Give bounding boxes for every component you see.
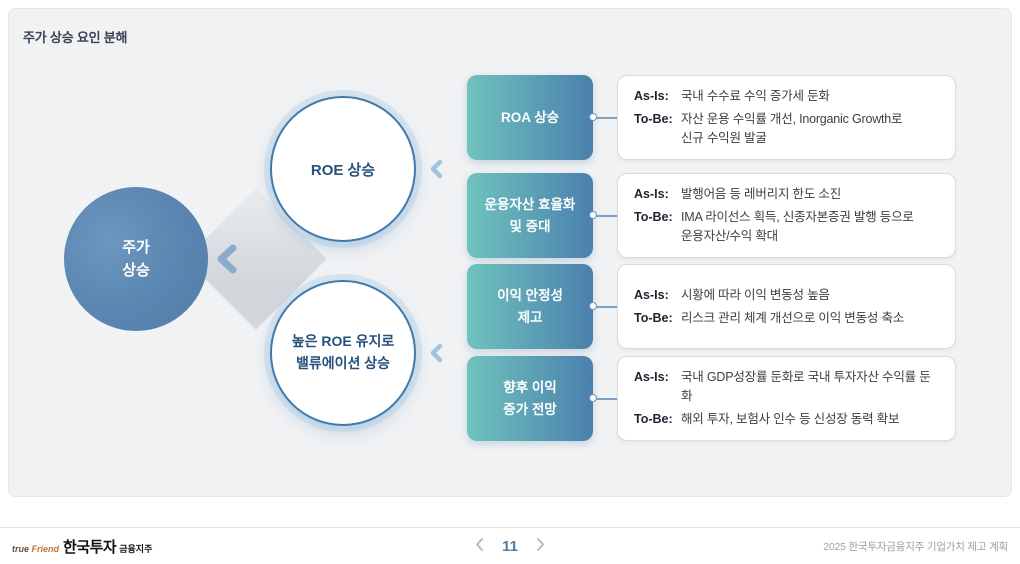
prev-page-button[interactable] (472, 535, 486, 557)
connector-line (594, 398, 617, 400)
footer: true Friend 한국투자 금융지주 11 2025 한국투자금융지주 기… (0, 528, 1020, 564)
next-page-button[interactable] (534, 535, 548, 557)
logo-brand: 한국투자 (63, 538, 117, 556)
as-is-label: As-Is: (634, 187, 669, 202)
company-logo: true Friend 한국투자 금융지주 (12, 536, 152, 557)
as-is-row: As-Is: 발행어음 등 레버리지 한도 소진 (634, 185, 939, 204)
connector-dot (589, 211, 597, 219)
connector-dot (589, 113, 597, 121)
detail-box-growth: As-Is: 국내 GDP성장률 둔화로 국내 투자자산 수익률 둔화 To-B… (617, 356, 956, 441)
pagination: 11 (472, 535, 548, 557)
as-is-label: As-Is: (634, 287, 669, 302)
chevron-left-icon (428, 158, 445, 180)
chevron-right-icon (536, 537, 546, 555)
as-is-row: As-Is: 시황에 따라 이익 변동성 높음 (634, 286, 939, 305)
factor-row: ROA 상승 As-Is: 국내 수수료 수익 증가세 둔화 To-Be: 자산… (467, 75, 956, 160)
connector-line (594, 215, 617, 217)
chevron-left-icon (212, 242, 242, 276)
to-be-text: 자산 운용 수익률 개선, Inorganic Growth로 신규 수익원 발… (681, 112, 903, 145)
footer-divider (0, 527, 1020, 528)
factor-row: 이익 안정성 제고 As-Is: 시황에 따라 이익 변동성 높음 To-Be:… (467, 264, 956, 349)
driver-circle-roe-label: ROE 상승 (310, 161, 376, 179)
to-be-row: To-Be: 자산 운용 수익률 개선, Inorganic Growth로 신… (634, 110, 939, 148)
to-be-row: To-Be: 해외 투자, 보험사 인수 등 신성장 동력 확보 (634, 410, 939, 429)
detail-box-stability: As-Is: 시황에 따라 이익 변동성 높음 To-Be: 리스크 관리 체계… (617, 264, 956, 349)
driver-circle-roe: ROE 상승 (270, 96, 416, 242)
factor-box-stability: 이익 안정성 제고 (467, 264, 593, 349)
connector-dot (589, 302, 597, 310)
connector-line (594, 117, 617, 119)
to-be-row: To-Be: IMA 라이선스 획득, 신종자본증권 발행 등으로 운용자산/수… (634, 208, 939, 246)
page-number: 11 (502, 537, 518, 555)
driver-circle-valuation-label: 높은 ROE 유지로 밸류에이션 상승 (291, 333, 395, 371)
detail-box-roa: As-Is: 국내 수수료 수익 증가세 둔화 To-Be: 자산 운용 수익률… (617, 75, 956, 160)
outcome-circle-label: 주가 상승 (122, 238, 150, 279)
as-is-text: 국내 GDP성장률 둔화로 국내 투자자산 수익률 둔화 (681, 370, 931, 404)
factor-row: 향후 이익 증가 전망 As-Is: 국내 GDP성장률 둔화로 국내 투자자산… (467, 356, 956, 441)
logo-suffix: 금융지주 (119, 543, 153, 554)
footer-caption: 2025 한국투자금융지주 기업가치 제고 계획 (823, 540, 1008, 553)
factor-box-roa: ROA 상승 (467, 75, 593, 160)
to-be-text: IMA 라이선스 획득, 신종자본증권 발행 등으로 운용자산/수익 확대 (681, 210, 914, 243)
to-be-row: To-Be: 리스크 관리 체계 개선으로 이익 변동성 축소 (634, 309, 939, 328)
to-be-label: To-Be: (634, 411, 673, 426)
logo-tagline: true Friend (12, 543, 60, 554)
as-is-label: As-Is: (634, 89, 669, 104)
to-be-label: To-Be: (634, 210, 673, 225)
driver-circle-valuation: 높은 ROE 유지로 밸류에이션 상승 (270, 280, 416, 426)
to-be-label: To-Be: (634, 310, 673, 325)
connector-dot (589, 394, 597, 402)
slide-card: 주가 상승 요인 분해 주가 상승 ROE 상승 높은 ROE 유지로 밸류에이… (8, 8, 1012, 497)
to-be-text: 리스크 관리 체계 개선으로 이익 변동성 축소 (681, 310, 905, 325)
detail-box-assets: As-Is: 발행어음 등 레버리지 한도 소진 To-Be: IMA 라이선스… (617, 173, 956, 258)
factor-box-assets: 운용자산 효율화 및 증대 (467, 173, 593, 258)
factor-box-growth: 향후 이익 증가 전망 (467, 356, 593, 441)
factor-row: 운용자산 효율화 및 증대 As-Is: 발행어음 등 레버리지 한도 소진 T… (467, 173, 956, 258)
chevron-left-icon (474, 537, 484, 555)
as-is-row: As-Is: 국내 수수료 수익 증가세 둔화 (634, 87, 939, 106)
outcome-circle: 주가 상승 (64, 187, 208, 331)
as-is-text: 국내 수수료 수익 증가세 둔화 (681, 89, 830, 104)
as-is-text: 시황에 따라 이익 변동성 높음 (681, 287, 830, 302)
slide-title: 주가 상승 요인 분해 (23, 30, 128, 45)
as-is-text: 발행어음 등 레버리지 한도 소진 (681, 187, 841, 202)
logo-tagline-friend: Friend (31, 543, 60, 554)
chevron-left-icon (428, 342, 445, 364)
to-be-label: To-Be: (634, 112, 673, 127)
as-is-row: As-Is: 국내 GDP성장률 둔화로 국내 투자자산 수익률 둔화 (634, 368, 939, 406)
to-be-text: 해외 투자, 보험사 인수 등 신성장 동력 확보 (681, 411, 900, 426)
connector-line (594, 306, 617, 308)
as-is-label: As-Is: (634, 370, 669, 385)
